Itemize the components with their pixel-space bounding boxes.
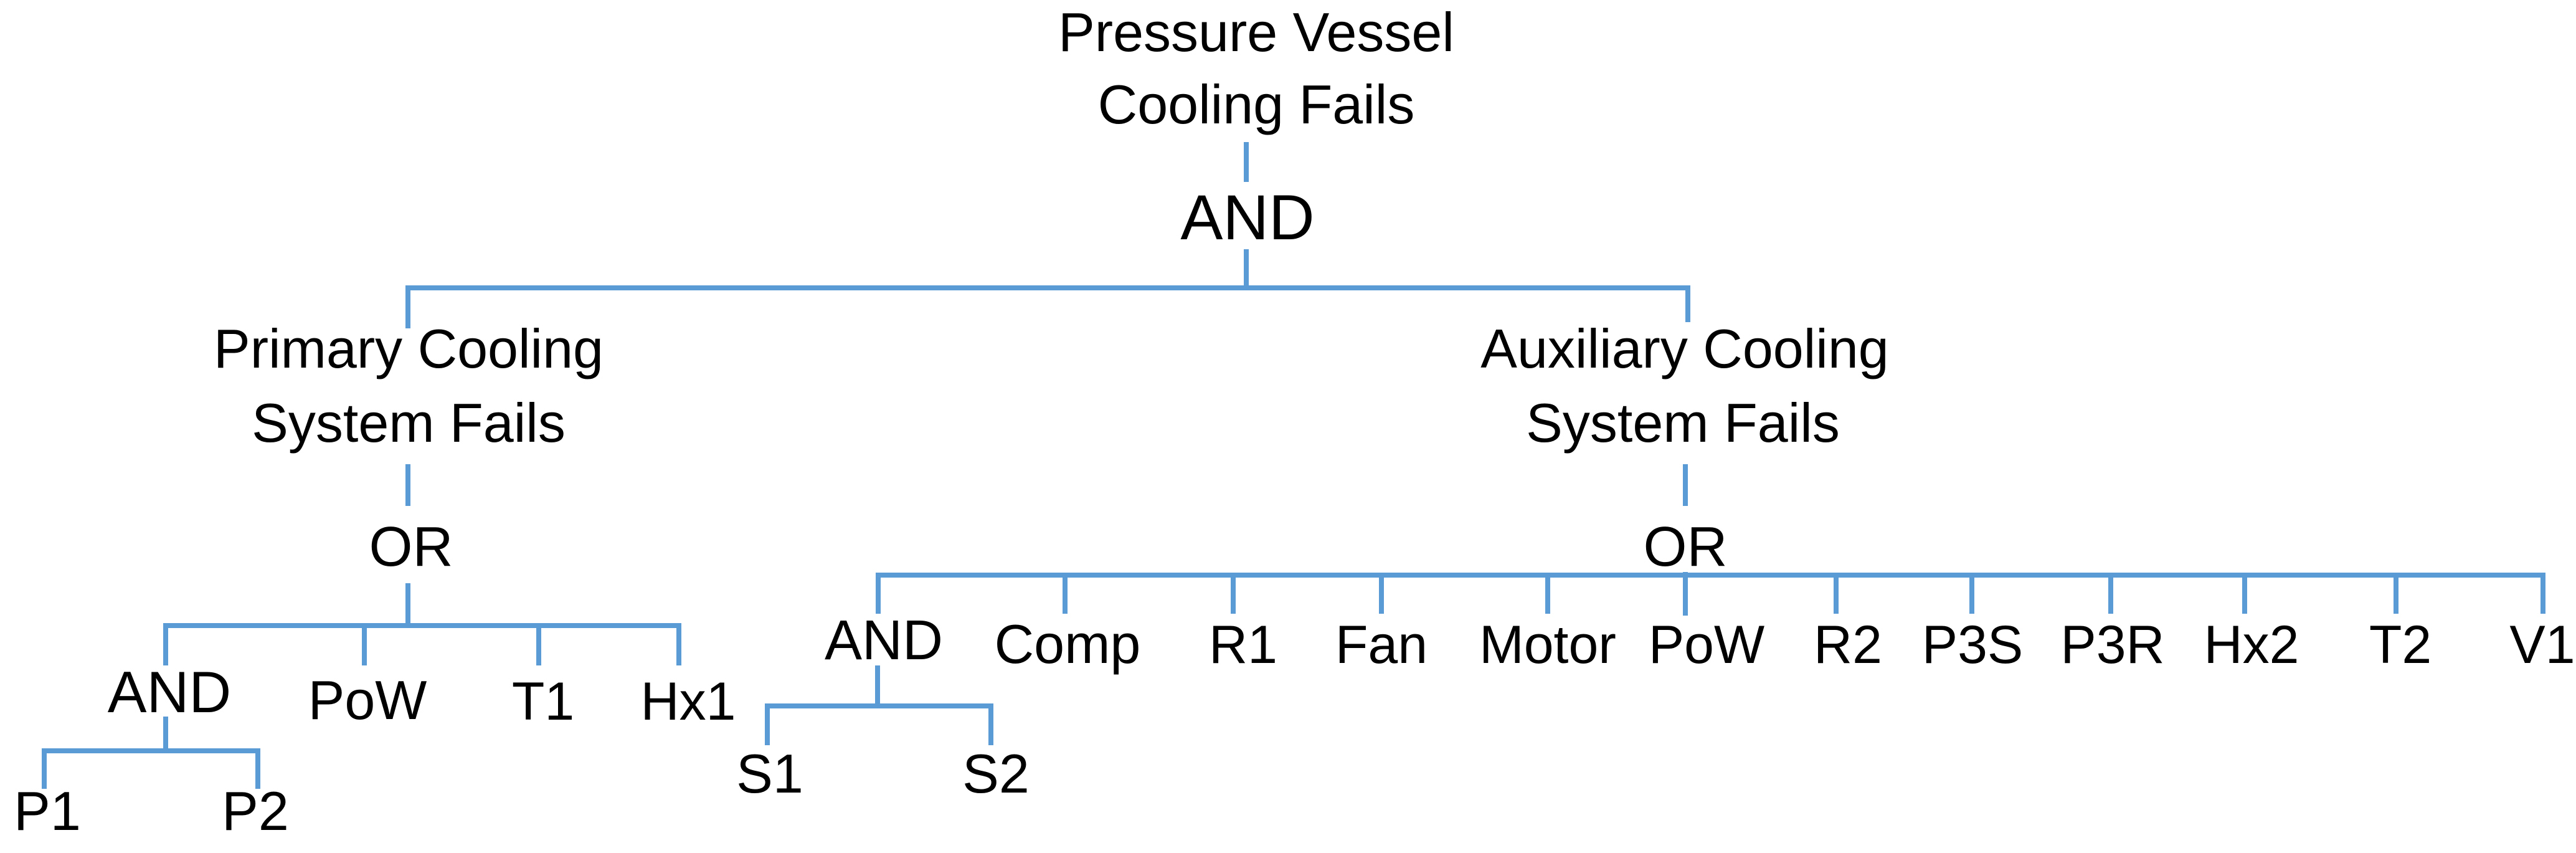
basic-event-s2: S2 <box>962 743 1030 804</box>
basic-event-p3r: P3R <box>2060 615 2165 675</box>
basic-event-hx2: Hx2 <box>2204 615 2299 675</box>
basic-event-p1: P1 <box>14 780 81 842</box>
primary-or-gate: OR <box>369 516 453 578</box>
root-and-gate: AND <box>1180 182 1315 253</box>
basic-event-r1: R1 <box>1209 615 1277 675</box>
auxiliary-and-gate: AND <box>824 609 944 672</box>
basic-event-pow-aux: PoW <box>1648 615 1765 675</box>
auxiliary-or-gate: OR <box>1643 516 1728 578</box>
root-event-line1: Pressure Vessel <box>1058 1 1454 63</box>
basic-event-hx1: Hx1 <box>640 672 736 731</box>
basic-event-pow-primary: PoW <box>308 669 427 731</box>
basic-event-s1: S1 <box>736 743 803 804</box>
auxiliary-connectors <box>765 464 2545 745</box>
basic-event-fan: Fan <box>1335 615 1428 675</box>
basic-event-motor: Motor <box>1479 615 1616 675</box>
basic-event-v1: V1 <box>2509 615 2575 675</box>
basic-event-comp: Comp <box>994 613 1141 675</box>
basic-event-p2: P2 <box>222 780 289 842</box>
primary-and-gate: AND <box>107 659 232 725</box>
auxiliary-event-line2: System Fails <box>1526 392 1840 454</box>
primary-event-line1: Primary Cooling <box>214 318 604 379</box>
basic-event-t2: T2 <box>2369 615 2432 675</box>
primary-event-line2: System Fails <box>252 392 566 454</box>
auxiliary-event-line1: Auxiliary Cooling <box>1480 318 1889 379</box>
basic-event-p3s: P3S <box>1921 615 2024 675</box>
root-event-line2: Cooling Fails <box>1097 74 1415 135</box>
root-connectors <box>405 142 1690 328</box>
primary-connectors <box>42 464 681 789</box>
basic-event-r2: R2 <box>1814 615 1882 675</box>
basic-event-t1: T1 <box>511 672 575 731</box>
